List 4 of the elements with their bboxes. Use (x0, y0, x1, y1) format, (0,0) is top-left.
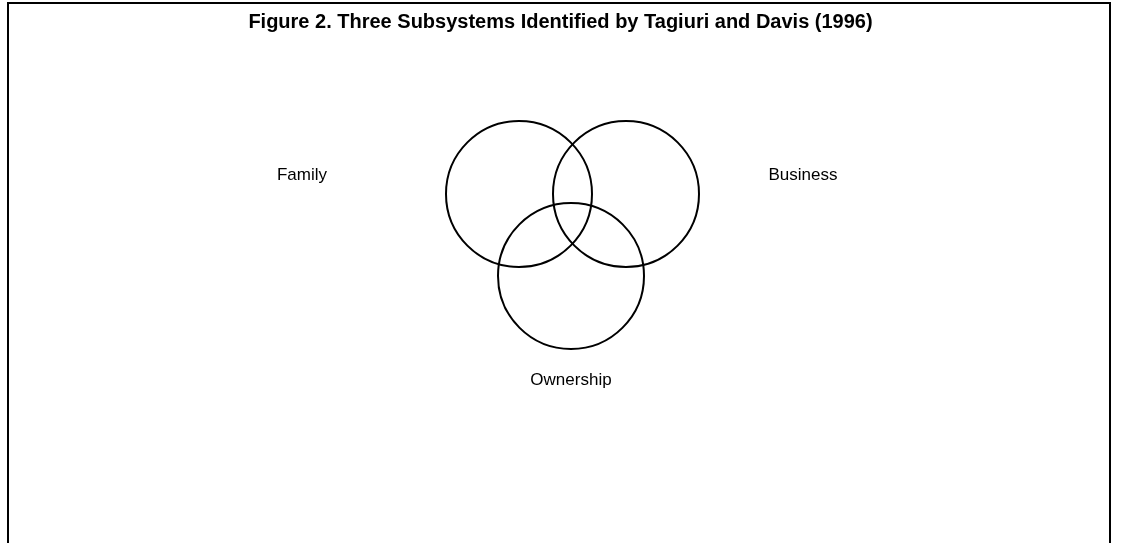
figure-title: Figure 2. Three Subsystems Identified by Tagiuri and Davis (1996) (247, 10, 874, 33)
subsystem-label: Business (768, 165, 838, 185)
subsystem-label: Ownership (530, 370, 612, 390)
subsystem-label: Family (276, 165, 328, 185)
